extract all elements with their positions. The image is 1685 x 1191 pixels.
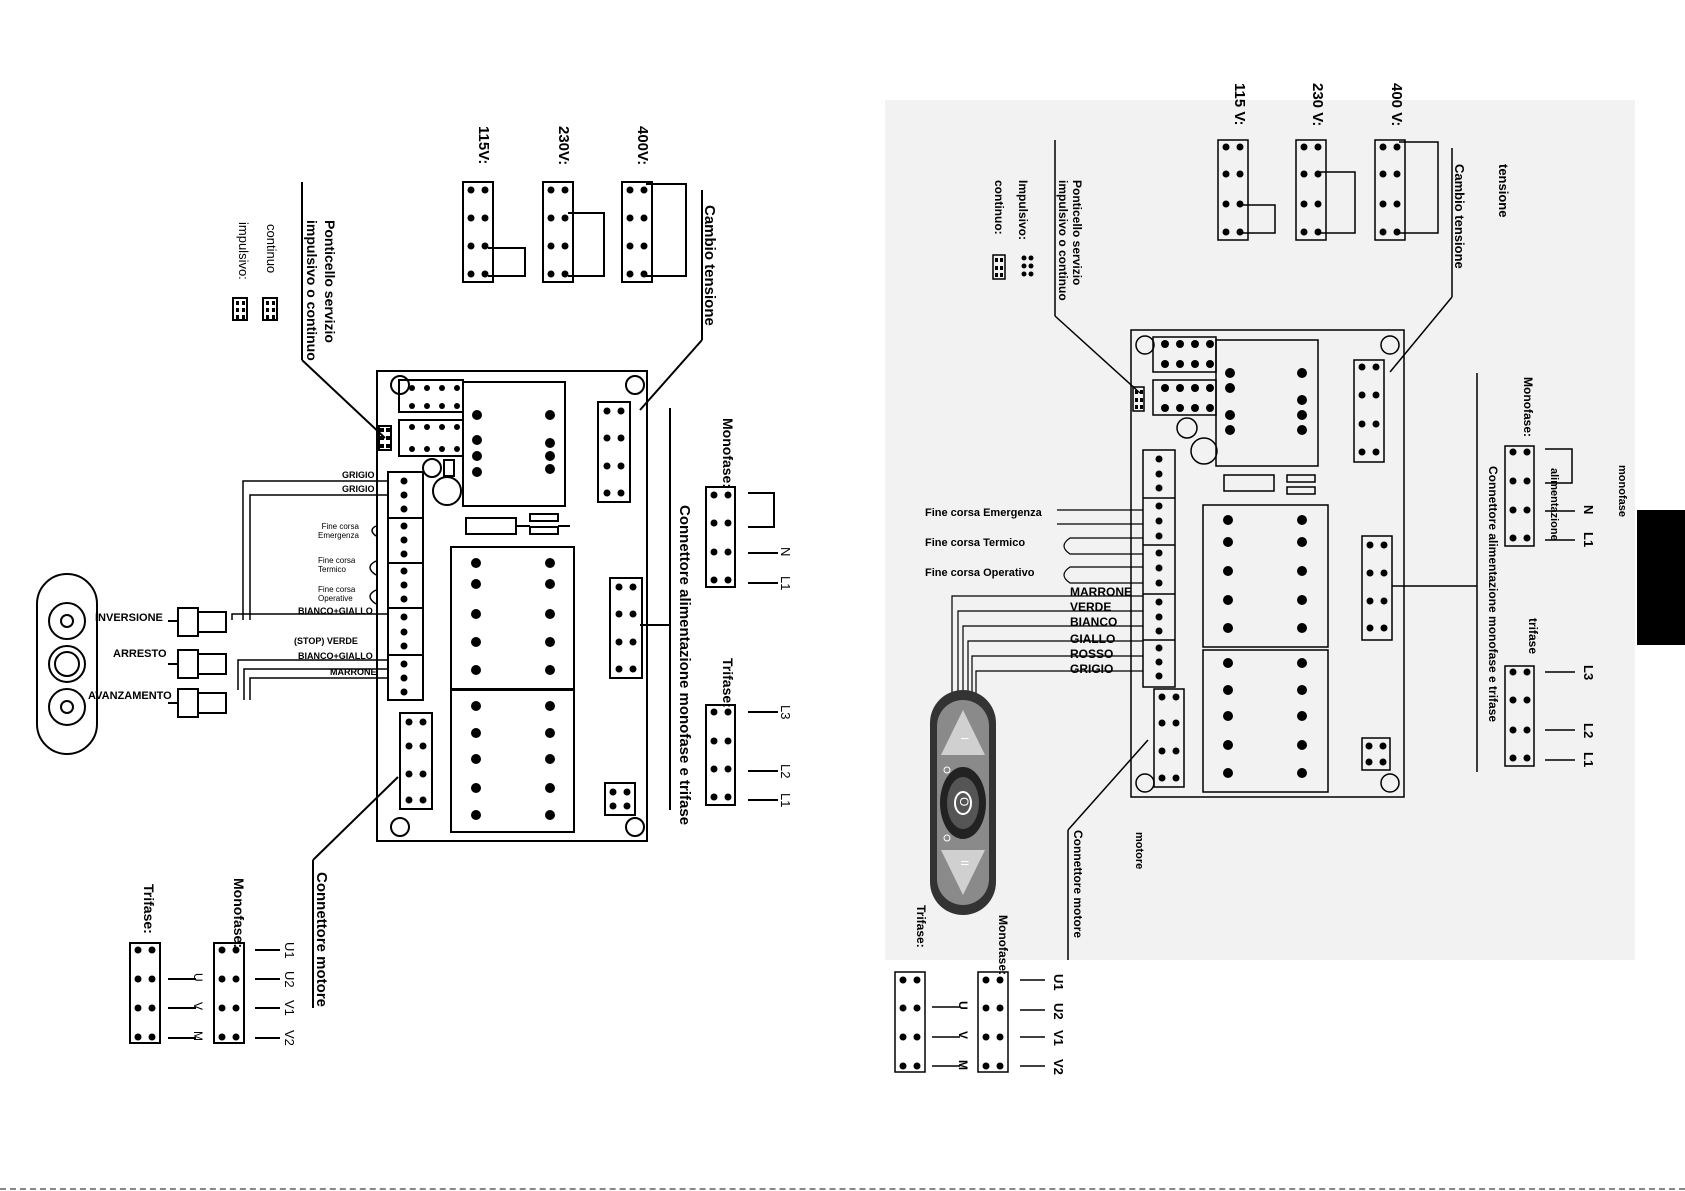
right-fine-corsa-emergenza: Fine corsa Emergenza: [925, 507, 1042, 519]
left-motor-u2: U2: [282, 971, 297, 988]
left-button-avanzamento: AVANZAMENTO: [88, 690, 172, 702]
right-ponticello-line2: impulsivo o continuo: [1056, 180, 1070, 301]
left-motor-m: M: [191, 1031, 205, 1041]
right-control-board: [1130, 329, 1405, 798]
right-tensione-label: tensione: [1496, 164, 1511, 218]
left-cambio-tensione: Cambio tensione: [701, 205, 718, 326]
right-cambio-tensione: Cambio tensione: [1452, 164, 1467, 269]
left-voltage-115: 115V:: [475, 126, 492, 165]
right-motor-v: V: [956, 1031, 970, 1040]
right-wire-grigio: GRIGIO: [1070, 662, 1114, 676]
right-fine-corsa-operativo: Fine corsa Operativo: [925, 567, 1035, 579]
left-motor-v2: V2: [282, 1030, 297, 1046]
right-motore-label: motore: [1133, 832, 1145, 870]
right-motor-u1: U1: [1051, 974, 1066, 991]
left-motor-u1: U1: [282, 942, 297, 959]
pendant-remote: [930, 690, 996, 915]
right-connettore-alimentazione: Connettore alimentazione monofase e trif…: [1486, 466, 1500, 723]
left-voltage-230: 230V:: [555, 126, 572, 166]
right-wire-verde: VERDE: [1070, 600, 1112, 614]
right-alimentazione-label: alimentazione: [1548, 468, 1560, 541]
right-voltage-400: 400 V:: [1388, 83, 1405, 127]
right-motor-m: M: [956, 1060, 970, 1070]
left-supply-tri-l1: L1: [778, 793, 793, 808]
right-monofase-top: monofase: [1616, 465, 1628, 517]
left-wire-bianco-giallo-1: BIANCO+GIALLO: [298, 606, 373, 616]
left-wire-stop-verde: (STOP) VERDE: [294, 636, 358, 646]
remote-symbol-up: I: [958, 737, 970, 741]
pushbutton-station: [36, 573, 98, 755]
left-supply-l3: L3: [778, 705, 793, 720]
remote-symbol-stop: O: [957, 797, 971, 807]
left-motor-trifase-label: Trifase:: [141, 884, 157, 934]
right-motor-monofase-label: Monofase:: [996, 915, 1010, 975]
left-control-board: [376, 370, 648, 842]
left-impulsivo-label: impulsivo:: [236, 222, 251, 280]
right-voltage-115: 115 V:: [1231, 83, 1248, 126]
right-impulsivo-label: Impulsivo:: [1016, 180, 1030, 241]
left-wire-marrone: MARRONE: [330, 667, 377, 677]
right-wire-marrone: MARRONE: [1070, 585, 1132, 599]
left-continuo-label: continuo: [264, 224, 279, 274]
right-wire-bianco: BIANCO: [1070, 615, 1118, 629]
right-connettore-motore: Connettore motore: [1071, 830, 1085, 938]
left-motor-v: V: [191, 1002, 205, 1011]
left-connettore-motore: Connettore motore: [313, 872, 330, 1007]
left-supply-mono-l1: L1: [778, 576, 793, 591]
right-supply-tri-l1: L1: [1581, 752, 1596, 768]
right-continuo-label: continuo:: [992, 180, 1006, 235]
right-supply-n: N: [1581, 505, 1596, 515]
left-connettore-alimentazione: Connettore alimentazione monofase e trif…: [676, 505, 693, 826]
right-supply-l3: L3: [1581, 665, 1596, 681]
left-wire-bianco-giallo-2: BIANCO+GIALLO: [298, 651, 373, 661]
right-wiring-diagram: [885, 100, 1635, 1073]
right-supply-mono-l1: L1: [1581, 532, 1596, 548]
left-supply-l2: L2: [778, 764, 793, 779]
left-wire-grigio-2: GRIGIO: [342, 484, 375, 494]
right-supply-l2: L2: [1581, 723, 1596, 739]
left-voltage-400: 400V:: [634, 126, 651, 166]
remote-symbol-down: II: [958, 860, 970, 867]
left-ponticello-line1: Ponticello servizio: [322, 220, 338, 343]
right-wire-giallo: GIALLO: [1070, 632, 1116, 646]
right-trifase-label: trifase: [1526, 618, 1540, 655]
right-monofase-label: Monofase:: [1521, 377, 1535, 437]
left-motor-v1: V1: [282, 1000, 297, 1016]
right-ponticello-line1: Ponticello servizio: [1070, 180, 1084, 286]
left-button-arresto: ARRESTO: [113, 648, 167, 660]
left-button-inversione: INVERSIONE: [95, 612, 163, 624]
left-supply-n: N: [778, 547, 793, 557]
right-motor-trifase-label: Trifase:: [914, 905, 928, 948]
left-motor-u: U: [191, 973, 205, 982]
page-bottom-dashed-line: [0, 1188, 1685, 1190]
right-motor-v2: V2: [1051, 1059, 1066, 1075]
left-trifase-label: Trifase:: [720, 658, 736, 708]
left-wiring-diagram: [36, 181, 778, 1044]
right-motor-u2: U2: [1051, 1003, 1066, 1020]
left-motor-monofase-label: Monofase:: [231, 878, 247, 948]
left-wire-grigio-1: GRIGIO: [342, 470, 375, 480]
left-ponticello-line2: impulsivo o continuo: [304, 220, 320, 361]
right-wire-rosso: ROSSO: [1070, 647, 1114, 661]
section-tab-marker: [1637, 510, 1685, 645]
right-motor-v1: V1: [1051, 1030, 1066, 1046]
right-fine-corsa-termico: Fine corsa Termico: [925, 537, 1026, 549]
right-voltage-230: 230 V:: [1309, 83, 1326, 127]
right-motor-u: U: [956, 1001, 970, 1010]
left-monofase-label: Monofase:: [720, 418, 736, 488]
